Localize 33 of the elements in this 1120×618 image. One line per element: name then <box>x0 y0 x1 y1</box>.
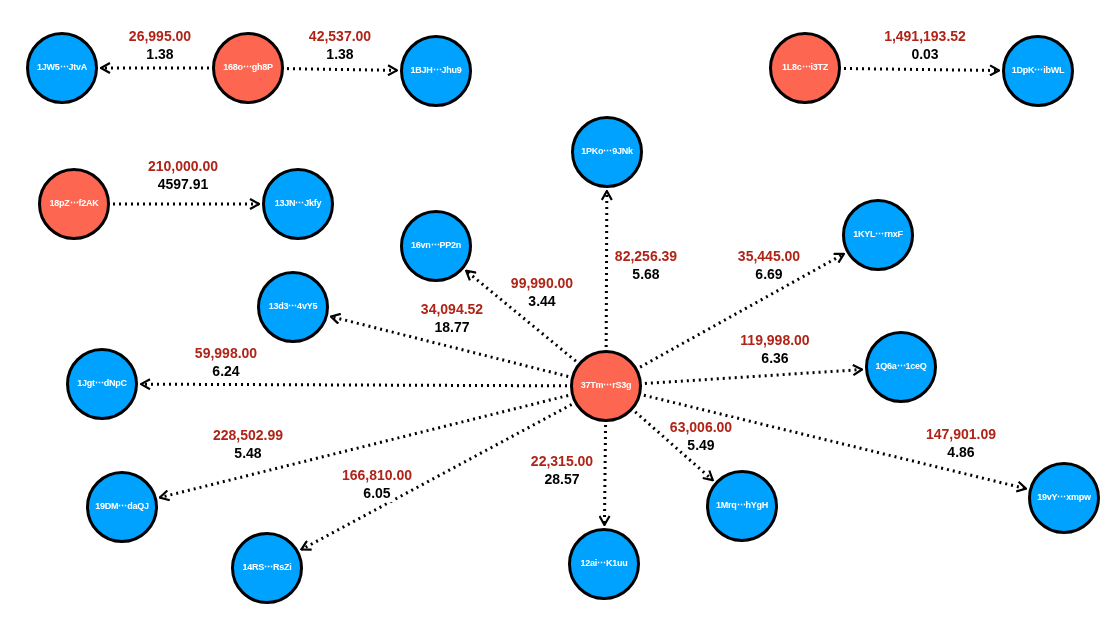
dotted-arrow <box>644 364 864 385</box>
dotted-arrow <box>329 312 569 378</box>
address-text: 13d3⋯4vY5 <box>268 300 318 314</box>
address-text: 14RS⋯RsZi <box>242 561 292 575</box>
dotted-arrow <box>843 64 1001 77</box>
dotted-arrow <box>99 61 209 75</box>
address-text: 1JW5⋯JtvA <box>37 61 87 75</box>
address-text: 19vY⋯xmpw <box>1037 491 1091 505</box>
address-text: 18pZ⋯f2AK <box>49 197 99 211</box>
dotted-arrow <box>598 425 611 527</box>
address-text: 168o⋯gh8P <box>223 61 273 75</box>
address-text: 1PKo⋯9JNk <box>581 145 633 159</box>
address-text: 1BJH⋯Jhu9 <box>410 64 462 78</box>
address-text: 16vn⋯PP2n <box>411 239 461 253</box>
address-text: 1L8c⋯i3TZ <box>782 61 828 75</box>
dotted-arrow <box>158 394 569 502</box>
address-text: 1Mrq⋯hYgH <box>716 499 768 513</box>
dotted-arrow <box>634 410 714 482</box>
dotted-arrow <box>286 64 399 77</box>
dotted-arrow <box>643 393 1028 493</box>
address-text: 1Q6a⋯1ceQ <box>875 360 927 374</box>
dotted-arrow <box>600 189 613 347</box>
amount-label: 63,006.00 <box>667 418 735 436</box>
address-text: 1KYL⋯rnxF <box>853 228 903 242</box>
address-text: 1Jgt⋯dNpC <box>77 377 127 391</box>
dotted-arrow <box>139 378 567 391</box>
dotted-arrow <box>113 197 261 211</box>
address-text: 37Tm⋯rS3g <box>580 379 632 393</box>
address-text: 1DpK⋯ibWL <box>1011 64 1065 78</box>
address-text: 12ai⋯K1uu <box>580 557 628 571</box>
dotted-arrow <box>465 269 577 363</box>
address-text: 19DM⋯daQJ <box>95 500 149 514</box>
address-text: 13JN⋯Jkfy <box>274 197 322 211</box>
